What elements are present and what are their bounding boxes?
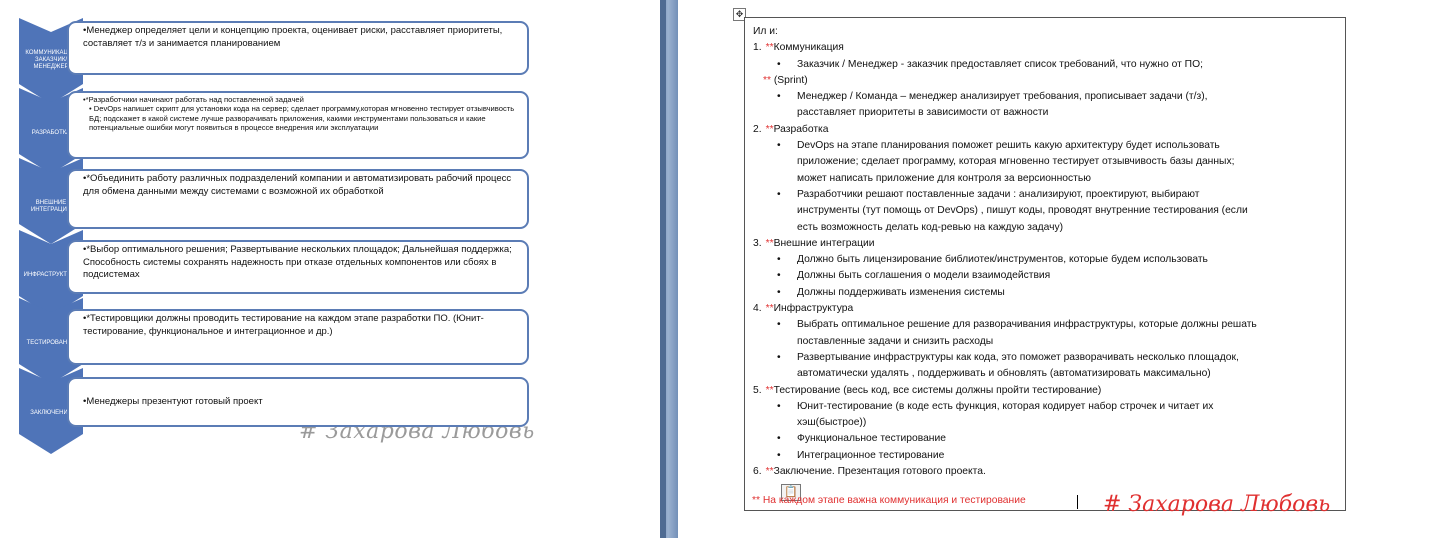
numbered-heading: 2.**Разработка: [753, 122, 1339, 138]
numbered-heading: 6.**Заключение. Презентация готового про…: [753, 464, 1339, 480]
bullet-item: DevOps на этапе планирования поможет реш…: [753, 138, 1339, 155]
document-first-line: Ил и:: [753, 26, 778, 37]
chevron-label: ЗАКЛЮЧЕНИЕ: [30, 410, 72, 416]
step-description-box-6: •Менеджеры презентуют готовый проект: [67, 377, 529, 427]
step-text: • DevOps напишет скрипт для установки ко…: [89, 104, 515, 132]
signature-watermark-right: # Захарова Любовь: [1103, 492, 1331, 517]
step-description-box-5: •*Тестировщики должны проводить тестиров…: [67, 309, 529, 365]
bullet-item: Заказчик / Менеджер - заказчик предостав…: [753, 57, 1339, 74]
heading-text: Заключение. Презентация готового проекта…: [773, 466, 986, 478]
heading-text: Коммуникация: [773, 42, 844, 54]
sprint-line: ** (Sprint): [753, 73, 1339, 89]
bullet-continuation: поставленные задачи и снизить расходы: [797, 335, 994, 347]
asterisk-marker: **: [763, 74, 772, 86]
step-text: •*Тестировщики должны проводить тестиров…: [83, 313, 484, 337]
step-description-box-2: •*Разработчики начинают работать над пос…: [67, 91, 529, 159]
bullet-item: Выбрать оптимальное решение для разворач…: [753, 317, 1339, 334]
chevron-label: КОММУНИКАЦИЯ ЗАКАЗЧИК/ МЕНЕДЖЕР: [25, 50, 77, 70]
numbered-heading: 3.**Внешние интеграции: [753, 236, 1339, 252]
bullet-item: Должны поддерживать изменения системы: [753, 285, 1339, 302]
step-text: •Менеджеры презентуют готовый проект: [83, 396, 263, 407]
chevron-label: ВНЕШНИЕ ИНТЕГРАЦИИ: [30, 200, 72, 213]
list-number: 6.: [753, 466, 762, 478]
chevron-label: РАЗРАБОТКА: [31, 130, 71, 136]
bullet-item: Должно быть лицензирование библиотек/инс…: [753, 252, 1339, 269]
bullet-item: Функциональное тестирование: [753, 431, 1339, 448]
chevron-label: ИНФРАСТРУКТУРА: [23, 272, 79, 278]
step-description-box-3: •*Объединить работу различных подразделе…: [67, 169, 529, 229]
asterisk-marker: **: [765, 123, 774, 135]
numbered-heading: 5.**Тестирование (весь код, все системы …: [753, 383, 1339, 399]
bullet-item: Должны быть соглашения о модели взаимоде…: [753, 268, 1339, 285]
step-description-box-1: •Менеджер определяет цели и концепцию пр…: [67, 21, 529, 75]
bullet-item: Менеджер / Команда – менеджер анализируе…: [753, 89, 1339, 106]
list-number: 1.: [753, 42, 762, 54]
chevron-label: ТЕСТИРОВАНИЕ: [26, 340, 76, 346]
heading-text: Инфраструктура: [773, 303, 854, 315]
asterisk-marker: **: [765, 303, 774, 315]
asterisk-marker: **: [765, 237, 774, 249]
bullet-continuation: есть возможность делать код-ревью на каж…: [797, 221, 1064, 233]
heading-text: Разработка: [773, 123, 829, 135]
text-cursor: [1077, 495, 1078, 509]
step-text: •*Объединить работу различных подразделе…: [83, 173, 512, 197]
bullet-continuation: автоматически удалять , поддерживать и о…: [797, 368, 1211, 380]
step-text: •*Разработчики начинают работать над пос…: [83, 95, 304, 104]
bullet-item: Юнит-тестирование (в коде есть функция, …: [753, 399, 1339, 416]
asterisk-marker: **: [765, 42, 774, 54]
heading-text: Тестирование (весь код, все системы долж…: [773, 384, 1102, 396]
list-number: 5.: [753, 384, 762, 396]
document-page[interactable]: Ил и:1.**КоммуникацияЗаказчик / Менеджер…: [744, 17, 1346, 511]
sprint-text: (Sprint): [771, 74, 808, 86]
process-slide: КОММУНИКАЦИЯ ЗАКАЗЧИК/ МЕНЕДЖЕР •Менеджер…: [0, 0, 660, 538]
step-text: •Менеджер определяет цели и концепцию пр…: [83, 25, 503, 49]
document-footnote: ** На каждом этапе важна коммуникация и …: [752, 495, 1026, 506]
step-description-box-4: •*Выбор оптимального решения; Развертыва…: [67, 240, 529, 294]
bullet-item: Развертывание инфраструктуры как кода, э…: [753, 350, 1339, 367]
bullet-continuation: инструменты (тут помощь от DevOps) , пиш…: [797, 205, 1248, 217]
asterisk-marker: **: [765, 466, 774, 478]
bullet-continuation: приложение; сделает программу, которая м…: [797, 156, 1235, 168]
bullet-continuation: может написать приложение для контроля з…: [797, 172, 1091, 184]
bullet-continuation: расставляет приоритеты в зависимости от …: [797, 107, 1049, 119]
list-number: 2.: [753, 123, 762, 135]
asterisk-marker: **: [765, 384, 774, 396]
numbered-heading: 4.**Инфраструктура: [753, 301, 1339, 317]
step-text: •*Выбор оптимального решения; Развертыва…: [83, 244, 512, 280]
list-number: 3.: [753, 237, 762, 249]
table-move-handle-icon[interactable]: ✥: [733, 8, 746, 21]
bullet-item: Разработчики решают поставленные задачи …: [753, 187, 1339, 204]
heading-text: Внешние интеграции: [773, 237, 875, 249]
paste-options-icon[interactable]: 📋: [781, 484, 801, 501]
numbered-heading: 1.**Коммуникация: [753, 40, 1339, 56]
bullet-continuation: хэш(быстрое)): [797, 417, 867, 429]
page-divider: [660, 0, 678, 538]
bullet-item: Интеграционное тестирование: [753, 448, 1339, 465]
list-number: 4.: [753, 303, 762, 315]
